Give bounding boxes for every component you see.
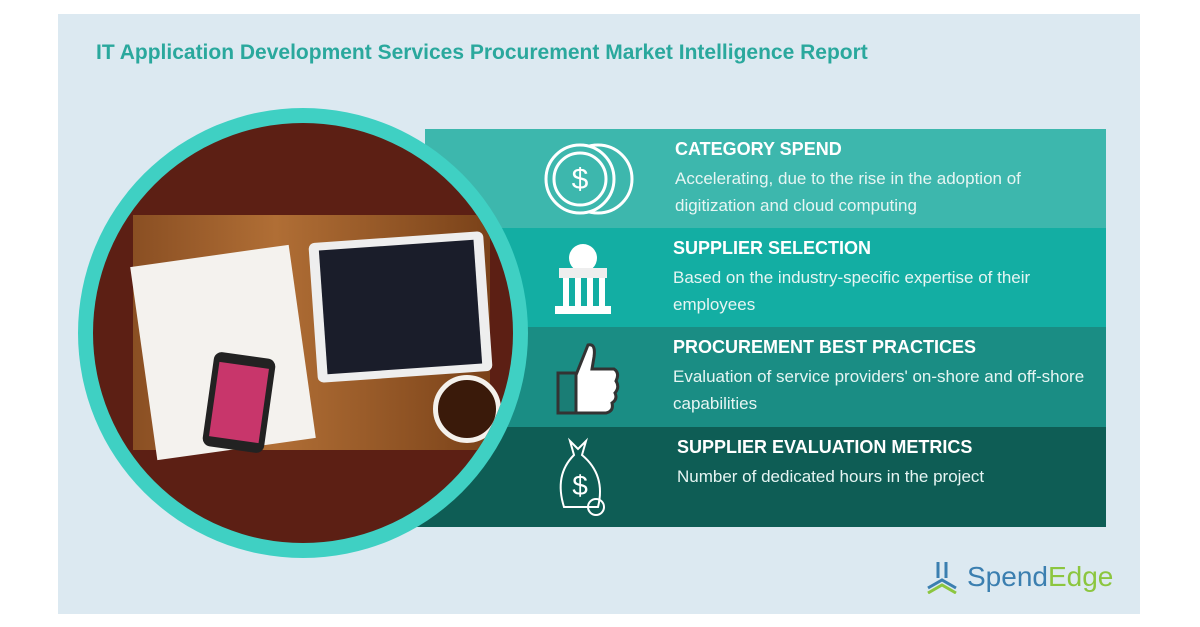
money-bag-icon: $ (559, 437, 605, 516)
page-title: IT Application Development Services Proc… (96, 41, 868, 64)
section-text: Based on the industry-specific expertise… (673, 268, 1031, 314)
phone (201, 351, 277, 454)
photo-circle (93, 123, 513, 543)
desk-photo (130, 215, 501, 461)
coins-icon: $ (544, 143, 634, 215)
logo-text-edge: Edge (1047, 561, 1114, 592)
section-category-spend: $ CATEGORY SPEND Accelerating, due to th… (425, 129, 1106, 229)
section-procurement-best-practices: PROCUREMENT BEST PRACTICES Evaluation of… (415, 327, 1106, 427)
section-heading: SUPPLIER SELECTION (673, 238, 872, 258)
section-supplier-selection: SUPPLIER SELECTION Based on the industry… (418, 228, 1106, 328)
thumbs-up-icon (556, 343, 620, 415)
spendedge-logo-icon (927, 562, 957, 594)
tablet (308, 231, 493, 383)
section-heading: SUPPLIER EVALUATION METRICS (677, 437, 973, 457)
svg-text:$: $ (572, 470, 588, 501)
section-heading: PROCUREMENT BEST PRACTICES (673, 337, 977, 357)
tea-cup (433, 375, 501, 443)
section-text: Evaluation of service providers' on-shor… (673, 367, 1085, 413)
bank-building-icon (555, 244, 611, 314)
section-text: Number of dedicated hours in the project (677, 467, 985, 486)
section-supplier-evaluation-metrics: $ SUPPLIER EVALUATION METRICS Number of … (415, 427, 1106, 527)
section-heading: CATEGORY SPEND (675, 139, 842, 159)
section-text: Accelerating, due to the rise in the ado… (675, 169, 1021, 215)
svg-text:$: $ (572, 163, 589, 196)
logo-text-spend: Spend (967, 561, 1048, 592)
spendedge-logo: SpendEdge (925, 560, 1113, 594)
